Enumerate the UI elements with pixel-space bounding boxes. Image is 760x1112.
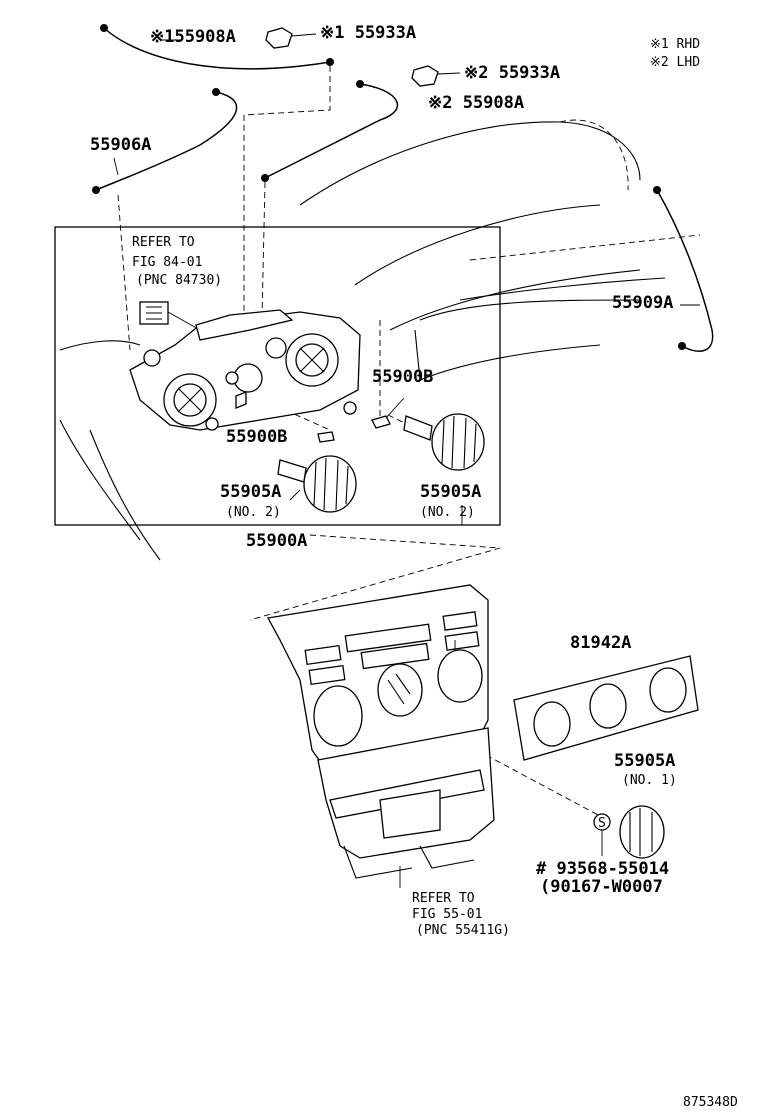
face-plate-81942A <box>513 655 699 761</box>
clip-55933A-lhd <box>411 65 461 87</box>
lower-console-tray <box>317 727 495 879</box>
screw-mark: S <box>598 816 606 831</box>
screw-93568 <box>593 813 611 856</box>
bulb-55900B-left <box>317 431 335 443</box>
label-55900B-right: 55900B <box>372 367 433 387</box>
label-55905A-no1: 55905A <box>614 751 675 771</box>
refer-84-01-line2: FIG 84-01 <box>132 255 202 270</box>
figure-id: 875348D <box>683 1095 738 1110</box>
label-55933A-lhd: ※2 55933A <box>464 63 560 83</box>
dashboard-outline <box>59 119 701 561</box>
refer-55-01-line2: FIG 55-01 <box>412 907 482 922</box>
bulb-55900B-right <box>371 397 405 429</box>
label-55905A-right: 55905A <box>420 482 481 502</box>
label-55909A: 55909A <box>612 293 673 313</box>
refer-84-01-line1: REFER TO <box>132 235 195 250</box>
label-55906A: 55906A <box>90 135 151 155</box>
label-55900B-left: 55900B <box>226 427 287 447</box>
refer-55-01-line1: REFER TO <box>412 891 475 906</box>
label-93568-55014: # 93568-55014 <box>536 859 669 879</box>
label-leaders <box>113 39 700 888</box>
legend-lhd: ※2 LHD <box>650 55 700 70</box>
knob-55905A-no2-right <box>403 413 485 471</box>
refer-55-01-line3: (PNC 55411G) <box>416 923 510 938</box>
label-55905A-left-no: (NO. 2) <box>226 505 281 520</box>
label-55933A-rhd: ※1 55933A <box>320 23 416 43</box>
label-55908A-lhd: ※2 55908A <box>428 93 524 113</box>
legend-rhd: ※1 RHD <box>650 37 700 52</box>
label-81942A: 81942A <box>570 633 631 653</box>
ref-fig-84-01-icon <box>139 301 201 331</box>
label-90167-W0007: (90167-W0007 <box>540 877 663 897</box>
label-55900A: 55900A <box>246 531 307 551</box>
heater-control-unit <box>129 309 361 431</box>
label-55905A-no1-no: (NO. 1) <box>622 773 677 788</box>
knob-55905A-no2-left <box>277 455 357 513</box>
label-55905A-left: 55905A <box>220 482 281 502</box>
label-55905A-right-no: (NO. 2) <box>420 505 475 520</box>
knob-55905A-no1 <box>619 805 665 859</box>
clip-55933A-rhd <box>265 27 317 49</box>
assembly-frame <box>54 226 501 526</box>
cable-55909A <box>653 186 714 352</box>
label-55908A-rhd: ※155908A <box>150 27 236 47</box>
cable-55906A <box>92 88 238 194</box>
assembly-leaders <box>117 66 601 817</box>
cable-55908A-rhd <box>100 24 334 70</box>
cable-55908A-lhd <box>261 80 399 182</box>
refer-84-01-line3: (PNC 84730) <box>136 273 222 288</box>
